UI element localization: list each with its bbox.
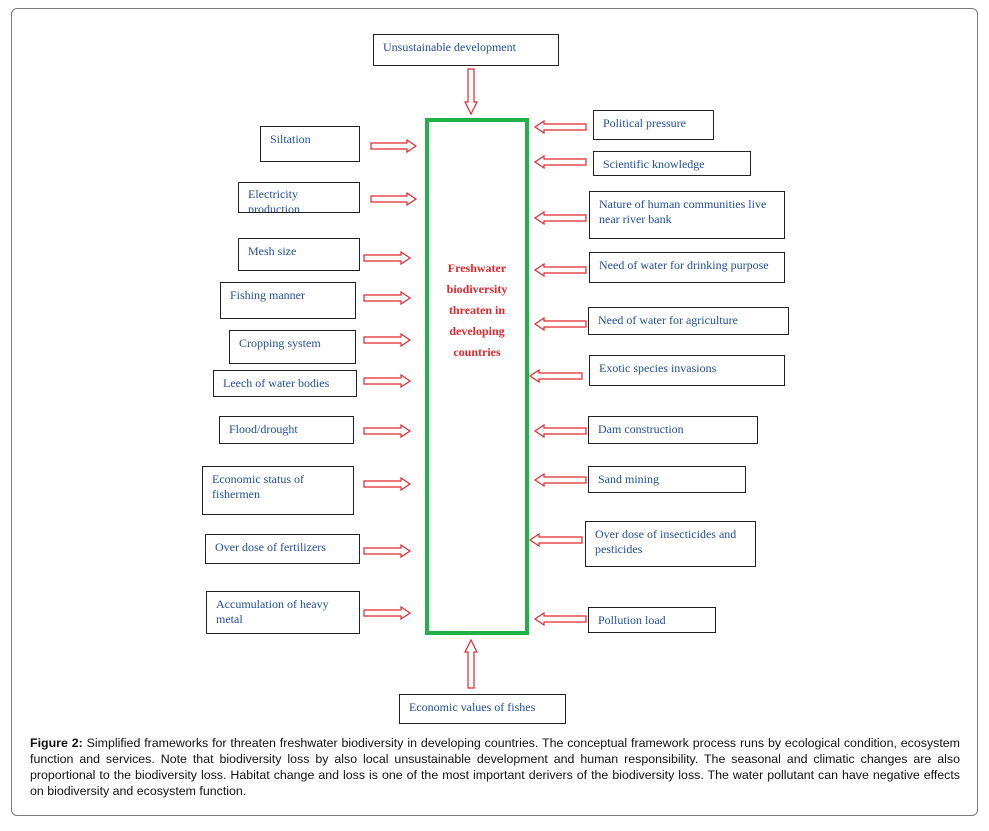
center-label-line: countries xyxy=(453,345,501,359)
center-label: Freshwater biodiversity threaten in deve… xyxy=(429,258,525,363)
right-box-human-communities: Nature of human communities live near ri… xyxy=(589,191,785,239)
right-box-agriculture-water: Need of water for agriculture xyxy=(588,307,789,335)
top-box-unsustainable-development: Unsustainable development xyxy=(373,34,559,66)
arrow-right-7 xyxy=(533,472,587,488)
arrow-right-2 xyxy=(533,210,587,226)
arrow-left-5 xyxy=(363,373,412,389)
arrow-right-9 xyxy=(533,611,587,627)
arrow-bottom-up xyxy=(464,638,478,689)
figure-caption: Figure 2: Simplified frameworks for thre… xyxy=(30,735,960,799)
right-box-exotic-species: Exotic species invasions xyxy=(589,355,785,386)
left-box-siltation: Siltation xyxy=(260,126,360,162)
right-box-sand-mining: Sand mining xyxy=(588,466,746,493)
left-box-leech-of-water-bodies: Leech of water bodies xyxy=(213,370,357,397)
caption-label: Figure 2: xyxy=(30,736,83,750)
left-box-cropping-system: Cropping system xyxy=(229,330,356,364)
left-box-mesh-size: Mesh size xyxy=(238,238,360,271)
center-label-line: developing xyxy=(449,324,505,338)
arrow-left-3 xyxy=(363,290,412,306)
arrow-left-7 xyxy=(363,476,412,492)
arrow-right-1 xyxy=(533,154,587,170)
arrow-top-down xyxy=(464,68,478,116)
arrow-left-6 xyxy=(363,423,412,439)
caption-text: Simplified frameworks for threaten fresh… xyxy=(30,736,960,798)
figure-frame xyxy=(11,8,978,816)
left-box-economic-status: Economic status of fishermen xyxy=(202,466,354,515)
arrow-left-1 xyxy=(370,191,418,207)
left-box-fertilizers: Over dose of fertilizers xyxy=(205,534,360,564)
right-box-insecticides: Over dose of insecticides and pesticides xyxy=(585,521,756,567)
center-box: Freshwater biodiversity threaten in deve… xyxy=(425,118,529,635)
arrow-left-4 xyxy=(363,332,412,348)
center-label-line: Freshwater xyxy=(447,261,507,275)
center-label-line: biodiversity xyxy=(446,282,508,296)
right-box-political-pressure: Political pressure xyxy=(593,110,714,140)
right-box-dam-construction: Dam construction xyxy=(588,416,758,444)
arrow-right-5 xyxy=(528,368,583,384)
center-label-line: threaten in xyxy=(448,303,506,317)
left-box-flood-drought: Flood/drought xyxy=(219,416,354,444)
left-box-heavy-metal: Accumulation of heavy metal xyxy=(206,591,360,634)
left-box-fishing-manner: Fishing manner xyxy=(220,282,356,319)
right-box-scientific-knowledge: Scientific knowledge xyxy=(593,151,751,176)
arrow-right-6 xyxy=(533,423,587,439)
arrow-right-0 xyxy=(533,119,587,135)
arrow-right-8 xyxy=(528,532,583,548)
arrow-right-3 xyxy=(533,262,587,278)
arrow-left-0 xyxy=(370,138,418,154)
arrow-right-4 xyxy=(533,316,587,332)
right-box-drinking-water: Need of water for drinking purpose xyxy=(589,252,785,283)
arrow-left-9 xyxy=(363,605,412,621)
arrow-left-8 xyxy=(363,543,412,559)
right-box-pollution-load: Pollution load xyxy=(588,607,716,633)
arrow-left-2 xyxy=(363,250,412,266)
left-box-electricity-production: Electricity production xyxy=(238,182,360,213)
bottom-box-economic-values: Economic values of fishes xyxy=(399,694,566,724)
